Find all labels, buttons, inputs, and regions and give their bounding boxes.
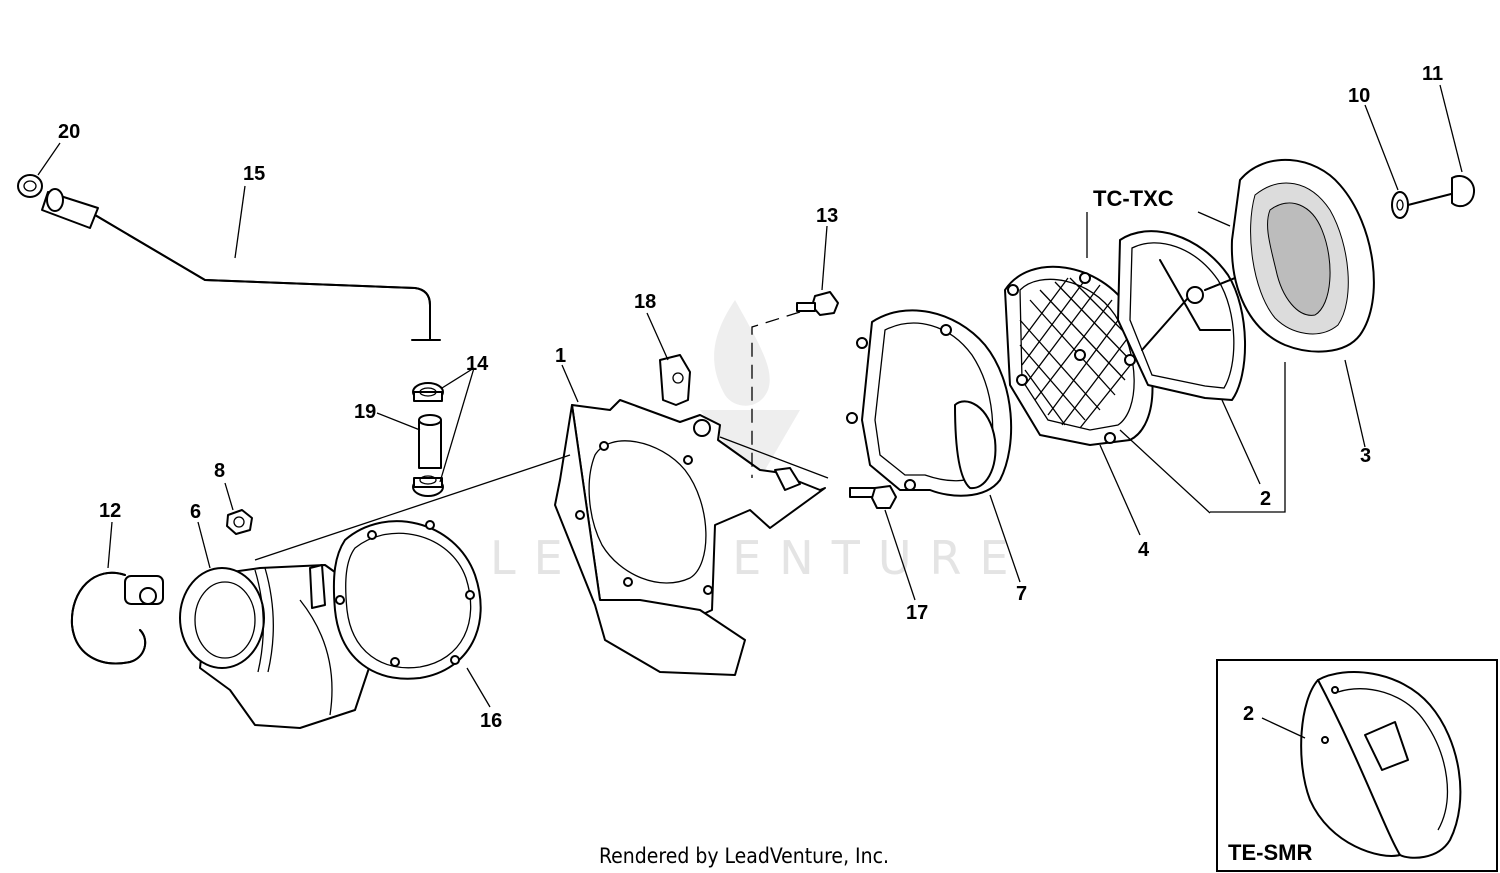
part-4-screen (1004, 265, 1154, 446)
part-13-screw (796, 291, 839, 316)
part-15-tube (41, 188, 441, 341)
label-part-15: 15 (243, 163, 265, 185)
group-label-te-smr: TE-SMR (1228, 840, 1312, 865)
label-part-13: 13 (816, 205, 838, 227)
label-part-12: 12 (99, 500, 121, 522)
label-part-16: 16 (480, 710, 502, 732)
part-1-base (554, 399, 826, 676)
inset-frame (1216, 659, 1498, 872)
label-part-6: 6 (190, 501, 201, 523)
part-17-screw (849, 485, 897, 509)
part-18-clip (659, 354, 691, 406)
part-3-cover (1230, 159, 1375, 353)
part-8-nut (226, 509, 253, 535)
label-part-17: 17 (906, 602, 928, 624)
label-part-8: 8 (214, 460, 225, 482)
part-20-clip (17, 174, 43, 198)
label-part-18: 18 (634, 291, 656, 313)
part-7-backplate (846, 309, 1013, 497)
part-10-washer (1391, 191, 1409, 219)
part-12-clamp (70, 571, 164, 665)
inset-te-smr (1216, 659, 1498, 872)
label-part-3: 3 (1360, 445, 1371, 467)
label-part-2-inset: 2 (1243, 703, 1254, 725)
label-part-14: 14 (466, 353, 489, 375)
group-label-tc-txc: TC-TXC (1093, 186, 1174, 211)
screen-mesh (1019, 277, 1138, 429)
part-2-frame (1117, 230, 1264, 401)
label-part-7: 7 (1016, 583, 1027, 605)
label-part-19: 19 (354, 401, 376, 423)
part-16-gasket (332, 520, 482, 680)
part-6-elbow (179, 564, 376, 729)
label-part-1: 1 (555, 345, 566, 367)
label-part-2: 2 (1260, 488, 1271, 510)
part-14-19-fittings (412, 382, 444, 497)
footer-credit: Rendered by LeadVenture, Inc. (599, 844, 889, 868)
label-part-20: 20 (58, 121, 80, 143)
label-part-4: 4 (1138, 539, 1150, 561)
part-labels: 1 2 2 3 4 6 7 8 10 11 12 13 14 15 16 17 … (58, 63, 1443, 732)
label-part-11: 11 (1422, 63, 1443, 85)
leader-lines (37, 84, 1463, 739)
part-11-knob (1407, 174, 1476, 208)
label-part-10: 10 (1348, 85, 1370, 107)
